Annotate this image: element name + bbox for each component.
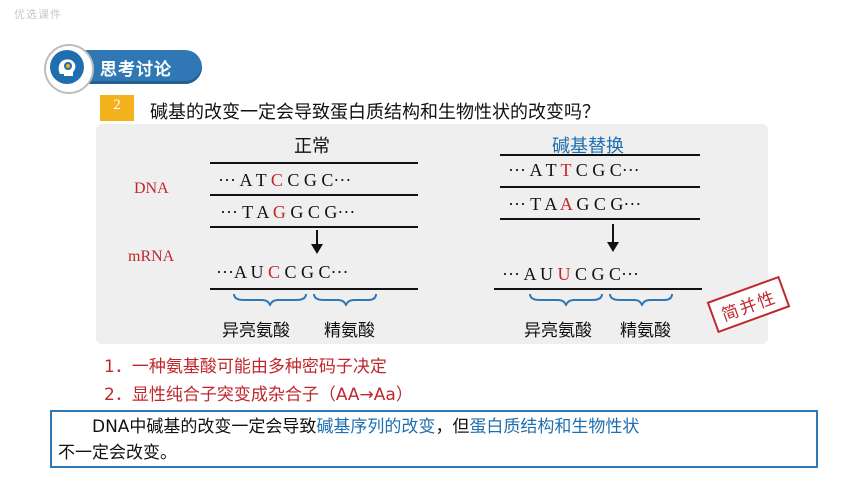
mutant-dna-coding-strand: ··· A T T C G C··· — [508, 160, 640, 180]
amino-acid-1: 异亮氨酸 — [222, 321, 290, 341]
mrna-strand-line — [494, 288, 702, 290]
section-title: 思考讨论 — [100, 60, 172, 80]
dna-strand-line — [210, 162, 418, 164]
codon-braces — [529, 293, 673, 306]
mutant-mrna-strand: ··· A U U C G C··· — [502, 264, 639, 284]
normal-column-title: 正常 — [294, 136, 330, 157]
mutant-dna-template-strand: ··· T A A G C G··· — [508, 194, 642, 214]
mrna-label: mRNA — [128, 248, 175, 265]
question-number: 2 — [113, 97, 121, 113]
dna-strand-line — [500, 218, 700, 220]
dna-strand-line — [210, 226, 418, 228]
mrna-strand: ···A U C C G C··· — [216, 262, 349, 282]
amino-acid-2: 精氨酸 — [324, 321, 375, 341]
transcription-arrow — [612, 224, 614, 242]
dna-strand-line — [210, 194, 418, 196]
lightbulb-head-icon — [50, 50, 84, 84]
arrow-down-icon — [607, 242, 619, 252]
dna-template-strand: ··· T A G G C G··· — [220, 202, 356, 222]
diagram-panel — [96, 124, 768, 344]
mrna-strand-line — [210, 288, 418, 290]
dna-coding-strand: ··· A T C C G C··· — [218, 170, 352, 190]
arrow-down-icon — [311, 244, 323, 254]
dna-strand-line — [500, 154, 700, 156]
watermark-logo: 优选课件 — [14, 8, 62, 21]
conclusion-box — [50, 410, 818, 468]
question-number-badge — [100, 95, 134, 121]
codon-braces — [233, 293, 377, 306]
conclusion-text: DNA中碱基的改变一定会导致碱基序列的改变，但蛋白质结构和生物性状不一定会改变。 — [58, 417, 640, 463]
dna-strand-line — [500, 186, 700, 188]
point-2: 2．显性纯合子突变成杂合子（AA→Aa） — [104, 385, 413, 405]
question-text: 碱基的改变一定会导致蛋白质结构和生物性状的改变吗？ — [150, 102, 600, 123]
transcription-arrow — [316, 230, 318, 244]
mutant-amino-acid-1: 异亮氨酸 — [524, 321, 592, 341]
point-1: 1．一种氨基酸可能由多种密码子决定 — [104, 357, 387, 377]
substitution-column-title: 碱基替换 — [552, 136, 624, 157]
mutant-amino-acid-2: 精氨酸 — [620, 321, 671, 341]
dna-label: DNA — [134, 180, 169, 197]
